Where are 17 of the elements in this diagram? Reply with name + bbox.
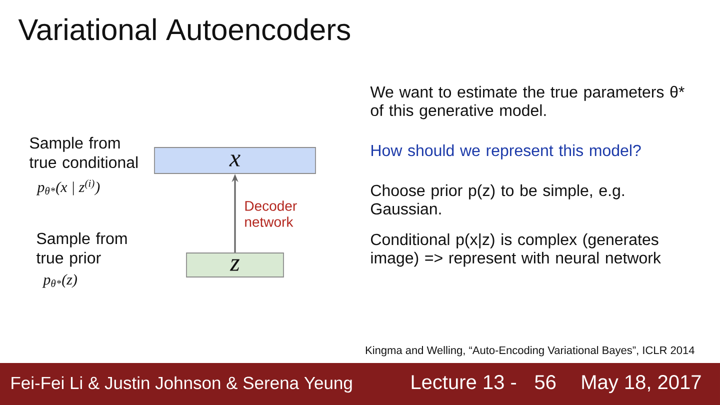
slide-number: 56 [535, 375, 556, 390]
variable-box: z [186, 252, 284, 278]
caption-text: Sample from true conditional [29, 136, 138, 168]
title: Variational Autoencoders [18, 18, 350, 40]
date: May 18, 2017 [582, 375, 701, 394]
question-text: How should we represent this model? [372, 144, 641, 160]
body-text: We want to estimate the true parameters θ* of this generative model. [370, 86, 684, 120]
citation: Kingma and Welling, “Auto-Encoding Variational Bayes”, ICLR 2014 [366, 346, 694, 356]
body-text: Choose prior p(z) to be simple, e.g. Gaussian. [371, 184, 624, 215]
variable-box: x [154, 147, 316, 174]
formula-text: p$_{θ*}$(z) [42, 274, 77, 288]
author-names: Fei-Fei Li & Justin Johnson & Serena Yeung [12, 376, 352, 393]
edge-label: Decoder network [245, 200, 297, 227]
caption-text: Sample from true prior [36, 232, 127, 267]
body-text: Conditional p(x|z) is complex (generates image) => represent with neural network [371, 233, 661, 267]
lecture-number: Lecture 13 - [412, 375, 516, 390]
formula-text: p$_{θ*}$(x | z$^{(i)}$) [36, 180, 100, 196]
